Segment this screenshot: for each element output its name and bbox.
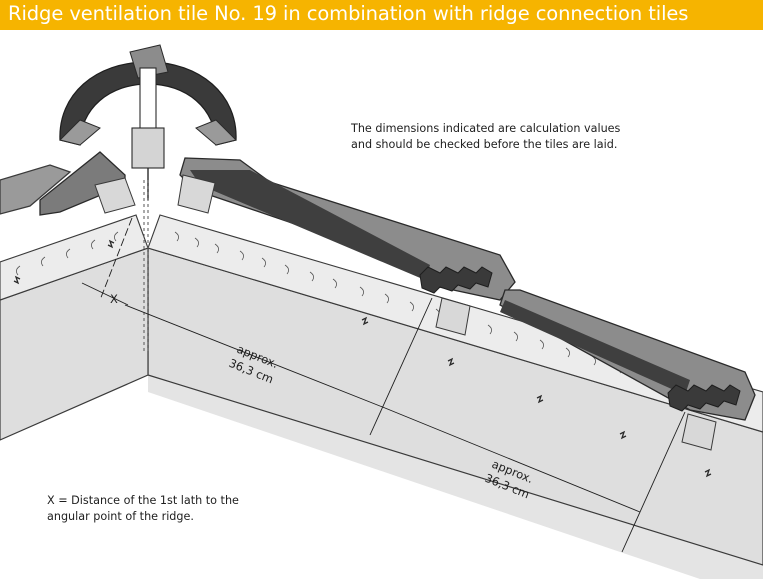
calculation-note-line1: The dimensions indicated are calculation… — [351, 122, 621, 135]
right-lath-block-2 — [435, 297, 471, 336]
dimension-x-label: X — [110, 292, 118, 306]
tile-clip-1 — [419, 266, 493, 294]
ridge-batten-holder — [139, 67, 157, 134]
left-lath-block — [94, 177, 136, 214]
calculation-note-line2: and should be checked before the tiles a… — [351, 138, 618, 151]
tile-clip-2 — [667, 384, 741, 412]
ridge-tile-lip-left — [59, 119, 101, 146]
page-title: Ridge ventilation tile No. 19 in combina… — [8, 2, 689, 25]
ridge-tile-lip-right — [195, 119, 237, 146]
legend-note-line1: X = Distance of the 1st lath to the — [47, 494, 239, 507]
dimension-spacing-1 — [124, 297, 433, 436]
lath-markers — [13, 239, 712, 478]
wood-grain-left — [16, 231, 119, 276]
calculation-note: The dimensions indicated are calculation… — [351, 121, 671, 153]
right-lath-block-3 — [681, 413, 717, 451]
right-lath-block-1 — [177, 174, 216, 214]
right-tile-dark-band — [190, 170, 430, 280]
legend-note: X = Distance of the 1st lath to the angu… — [47, 493, 287, 525]
title-bar: Ridge ventilation tile No. 19 in combina… — [0, 0, 763, 30]
roof-surface-right — [148, 375, 763, 579]
right-tile-middle-dark — [500, 300, 690, 395]
roof-ridge-diagram: X approx. 36,3 cm approx. 36,3 cm — [0, 44, 763, 579]
left-tile-lower — [0, 164, 72, 215]
dimension-spacing-2 — [384, 407, 686, 553]
dimension-x — [81, 217, 133, 306]
ridge-batten — [131, 127, 165, 169]
legend-note-line2: angular point of the ridge. — [47, 510, 194, 523]
